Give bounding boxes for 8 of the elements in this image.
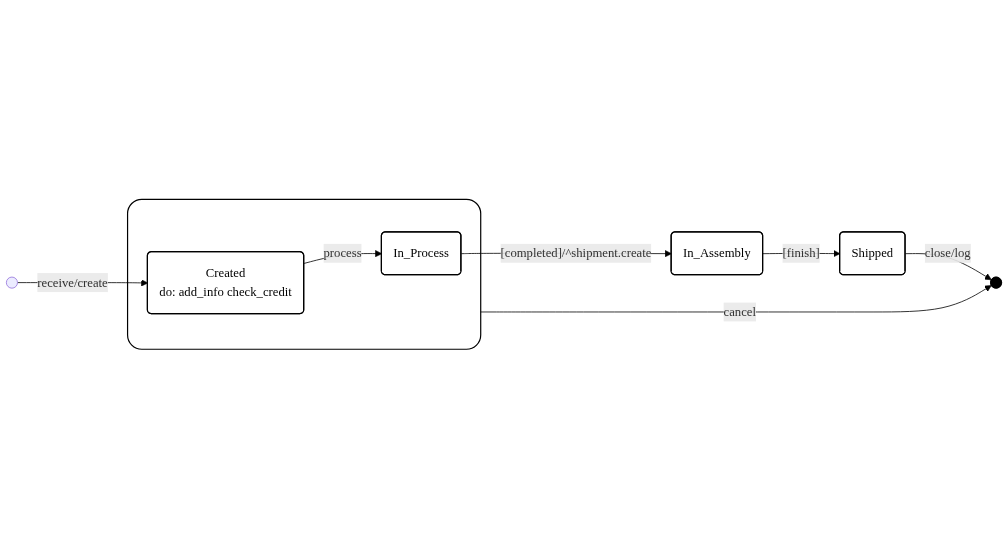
edge-label: close/log: [924, 245, 971, 260]
node-circle: [5, 276, 18, 289]
edge-label: [completed]/^shipment.create: [500, 245, 652, 260]
edge-label: [finish]: [782, 245, 820, 260]
cluster: [126, 198, 482, 350]
edge-label: process: [323, 245, 362, 260]
edge-label: receive/create: [37, 275, 108, 289]
edge-label: cancel: [723, 304, 756, 319]
